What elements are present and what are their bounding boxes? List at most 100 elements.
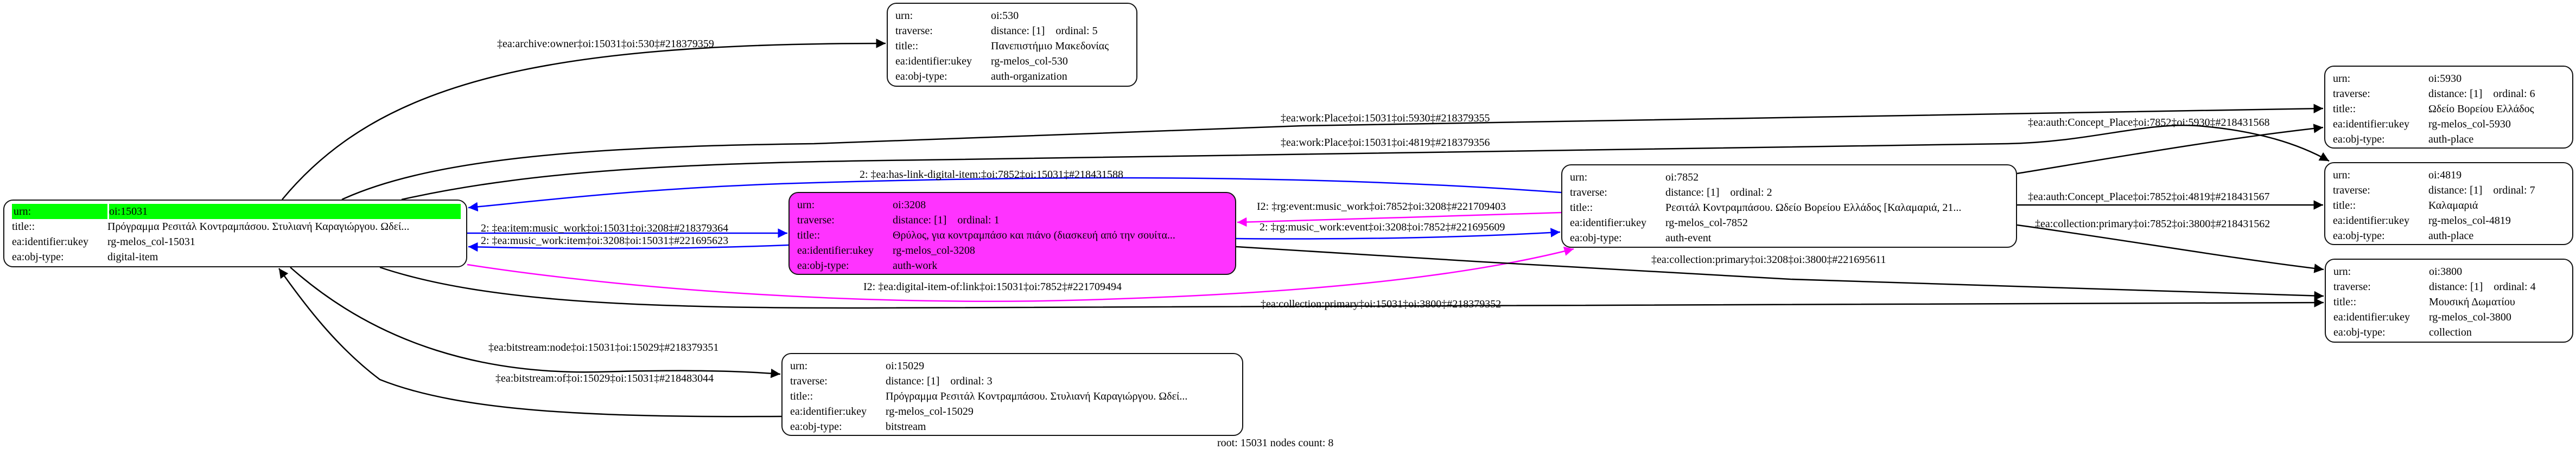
field-label: title:: <box>797 229 820 241</box>
node-row-title: title::Πρόγραμμα Ρεσιτάλ Κοντραμπάσου. Σ… <box>12 219 461 234</box>
graph-node-7852[interactable]: urn:oi:7852 traverse: distance: [1] ordina… <box>1561 164 2017 248</box>
node-row-traverse: traverse: distance: [1] ordinal: 2 <box>1570 185 2011 200</box>
node-row-ukey: ea:identifier:ukey rg-melos_col-3800 <box>2333 310 2567 325</box>
node-row-title: title::Θρύλος, για κοντραμπάσο και πιάνο… <box>797 228 1230 243</box>
edge-label: ‡ea:bitstream:node‡oi:15031‡oi:15029‡#21… <box>488 342 718 354</box>
node-row-title: title::Καλαμαριά <box>2333 198 2567 213</box>
edge-label: ‡ea:collection:primary‡oi:7852‡oi:3800‡#… <box>2035 218 2270 230</box>
node-row-urn: urn:oi:3800 <box>2333 264 2567 279</box>
field-label: urn: <box>1570 171 1588 183</box>
field-label: ea:obj-type: <box>2333 133 2385 145</box>
field-value: Ωδείο Βορείου Ελλάδος <box>2428 103 2534 115</box>
field-value: distance: [1] ordinal: 1 <box>893 214 1000 226</box>
field-value: rg-melos_col-5930 <box>2428 118 2511 130</box>
field-value: rg-melos_col-3800 <box>2429 311 2511 323</box>
field-value: auth-place <box>2428 230 2474 242</box>
field-value: digital-item <box>107 251 158 263</box>
field-label: urn: <box>895 10 913 22</box>
node-row-title: title::Ωδείο Βορείου Ελλάδος <box>2333 101 2567 117</box>
field-label: ea:identifier:ukey <box>797 245 874 256</box>
node-row-objtype: ea:obj-type: bitstream <box>790 419 1237 434</box>
field-value: distance: [1] ordinal: 6 <box>2428 88 2535 100</box>
field-value: oi:3208 <box>893 199 926 211</box>
node-row-objtype: ea:obj-type:auth-organization <box>895 69 1131 84</box>
field-label: ea:obj-type: <box>790 421 842 433</box>
field-label: title:: <box>12 221 35 233</box>
node-row-urn: urn:oi:3208 <box>797 197 1230 213</box>
field-value: Θρύλος, για κοντραμπάσο και πιάνο (διασκ… <box>893 229 1175 241</box>
field-label: ea:identifier:ukey <box>2333 215 2410 227</box>
field-label: traverse: <box>1570 187 1607 198</box>
node-row-objtype: ea:obj-type:digital-item <box>12 249 461 265</box>
field-value: oi:15029 <box>886 360 925 372</box>
node-row-title: title::Πανεπιστήμιο Μακεδονίας <box>895 38 1131 54</box>
field-value: Πρόγραμμα Ρεσιτάλ Κοντραμπάσου. Στυλιανή… <box>107 221 410 233</box>
field-value: oi:5930 <box>2428 73 2462 85</box>
graph-summary: root: 15031 nodes count: 8 <box>1217 437 1334 449</box>
field-value: oi:4819 <box>2428 169 2462 181</box>
field-label: traverse: <box>2333 88 2370 100</box>
field-value: auth-place <box>2428 133 2474 145</box>
edge-collection-3208-3800 <box>1236 246 2324 301</box>
field-value: rg-melos_col-530 <box>991 55 1068 67</box>
field-label: urn: <box>12 204 107 219</box>
field-label: ea:obj-type: <box>895 70 947 82</box>
edge-label: ‡ea:bitstream:of‡oi:15029‡oi:15031‡#2184… <box>495 372 714 384</box>
node-row-ukey: ea:identifier:ukey rg-melos_col-4819 <box>2333 213 2567 228</box>
field-value: distance: [1] ordinal: 7 <box>2428 184 2535 196</box>
field-label: ea:identifier:ukey <box>2333 311 2410 323</box>
field-value: oi:3800 <box>2429 266 2463 278</box>
edge-label: ‡ea:collection:primary‡oi:3208‡oi:3800‡#… <box>1651 254 1886 266</box>
edge-collection-15031-3800 <box>379 266 2324 309</box>
node-row-title: title::Πρόγραμμα Ρεσιτάλ Κοντραμπάσου. Σ… <box>790 389 1237 404</box>
node-row-urn: urn:oi:7852 <box>1570 170 2011 185</box>
edge-bitstream-node <box>290 267 781 378</box>
edge-bitstream-of <box>278 268 782 418</box>
field-value: bitstream <box>886 421 926 433</box>
field-value: oi:530 <box>991 10 1019 22</box>
node-row-urn: urn: oi:5930 <box>2333 71 2567 86</box>
node-row-objtype: ea:obj-type:auth-event <box>1570 230 2011 246</box>
edge-label: 2: ‡rg:music_work:event‡oi:3208‡oi:7852‡… <box>1260 221 1505 233</box>
edge-music-work-event <box>1236 228 1561 240</box>
field-value: rg-melos_col-3208 <box>893 245 975 256</box>
edge-label: ‡ea:archive:owner‡oi:15031‡oi:530‡#21837… <box>497 38 714 50</box>
field-label: ea:identifier:ukey <box>12 236 89 248</box>
field-label: ea:obj-type: <box>2333 230 2385 242</box>
field-value: distance: [1] ordinal: 3 <box>886 375 993 387</box>
edge-concept-place-5930 <box>2017 124 2324 175</box>
field-value: rg-melos_col-4819 <box>2428 215 2511 227</box>
field-label: title:: <box>1570 202 1593 214</box>
field-value: collection <box>2429 326 2472 338</box>
field-value: rg-melos_col-15029 <box>886 406 974 418</box>
field-value: rg-melos_col-7852 <box>1665 217 1748 229</box>
node-row-urn: urn: oi:530 <box>895 8 1131 23</box>
field-label: traverse: <box>790 375 828 387</box>
field-label: traverse: <box>895 25 933 37</box>
graph-node-15029[interactable]: urn: oi:15029 traverse: distance: [1] ordin… <box>781 353 1243 436</box>
field-label: urn: <box>2333 73 2351 85</box>
edge-work-place-4819 <box>401 124 2330 201</box>
node-row-ukey: ea:identifier:ukey rg-melos_col-3208 <box>797 243 1230 258</box>
edge-label: ‡ea:collection:primary‡oi:15031‡oi:3800‡… <box>1261 298 1501 310</box>
node-row-objtype: ea:obj-type: auth-place <box>2333 228 2567 243</box>
graph-node-5930[interactable]: urn: oi:5930 traverse: distance: [1] ordina… <box>2324 66 2573 149</box>
field-value: distance: [1] ordinal: 2 <box>1665 187 1772 198</box>
node-row-urn: urn: oi:15029 <box>790 358 1237 374</box>
field-value: Ρεσιτάλ Κοντραμπάσου. Ωδείο Βορείου Ελλά… <box>1665 202 1962 214</box>
field-label: urn: <box>790 360 808 372</box>
field-label: ea:identifier:ukey <box>1570 217 1647 229</box>
edge-label: 2: ‡ea:item:music_work‡oi:15031‡oi:3208‡… <box>481 222 728 234</box>
edge-label: ‡ea:work:Place‡oi:15031‡oi:5930‡#2183793… <box>1281 112 1490 124</box>
node-row-objtype: ea:obj-type: auth-place <box>2333 132 2567 147</box>
field-label: ea:obj-type: <box>1570 232 1622 244</box>
